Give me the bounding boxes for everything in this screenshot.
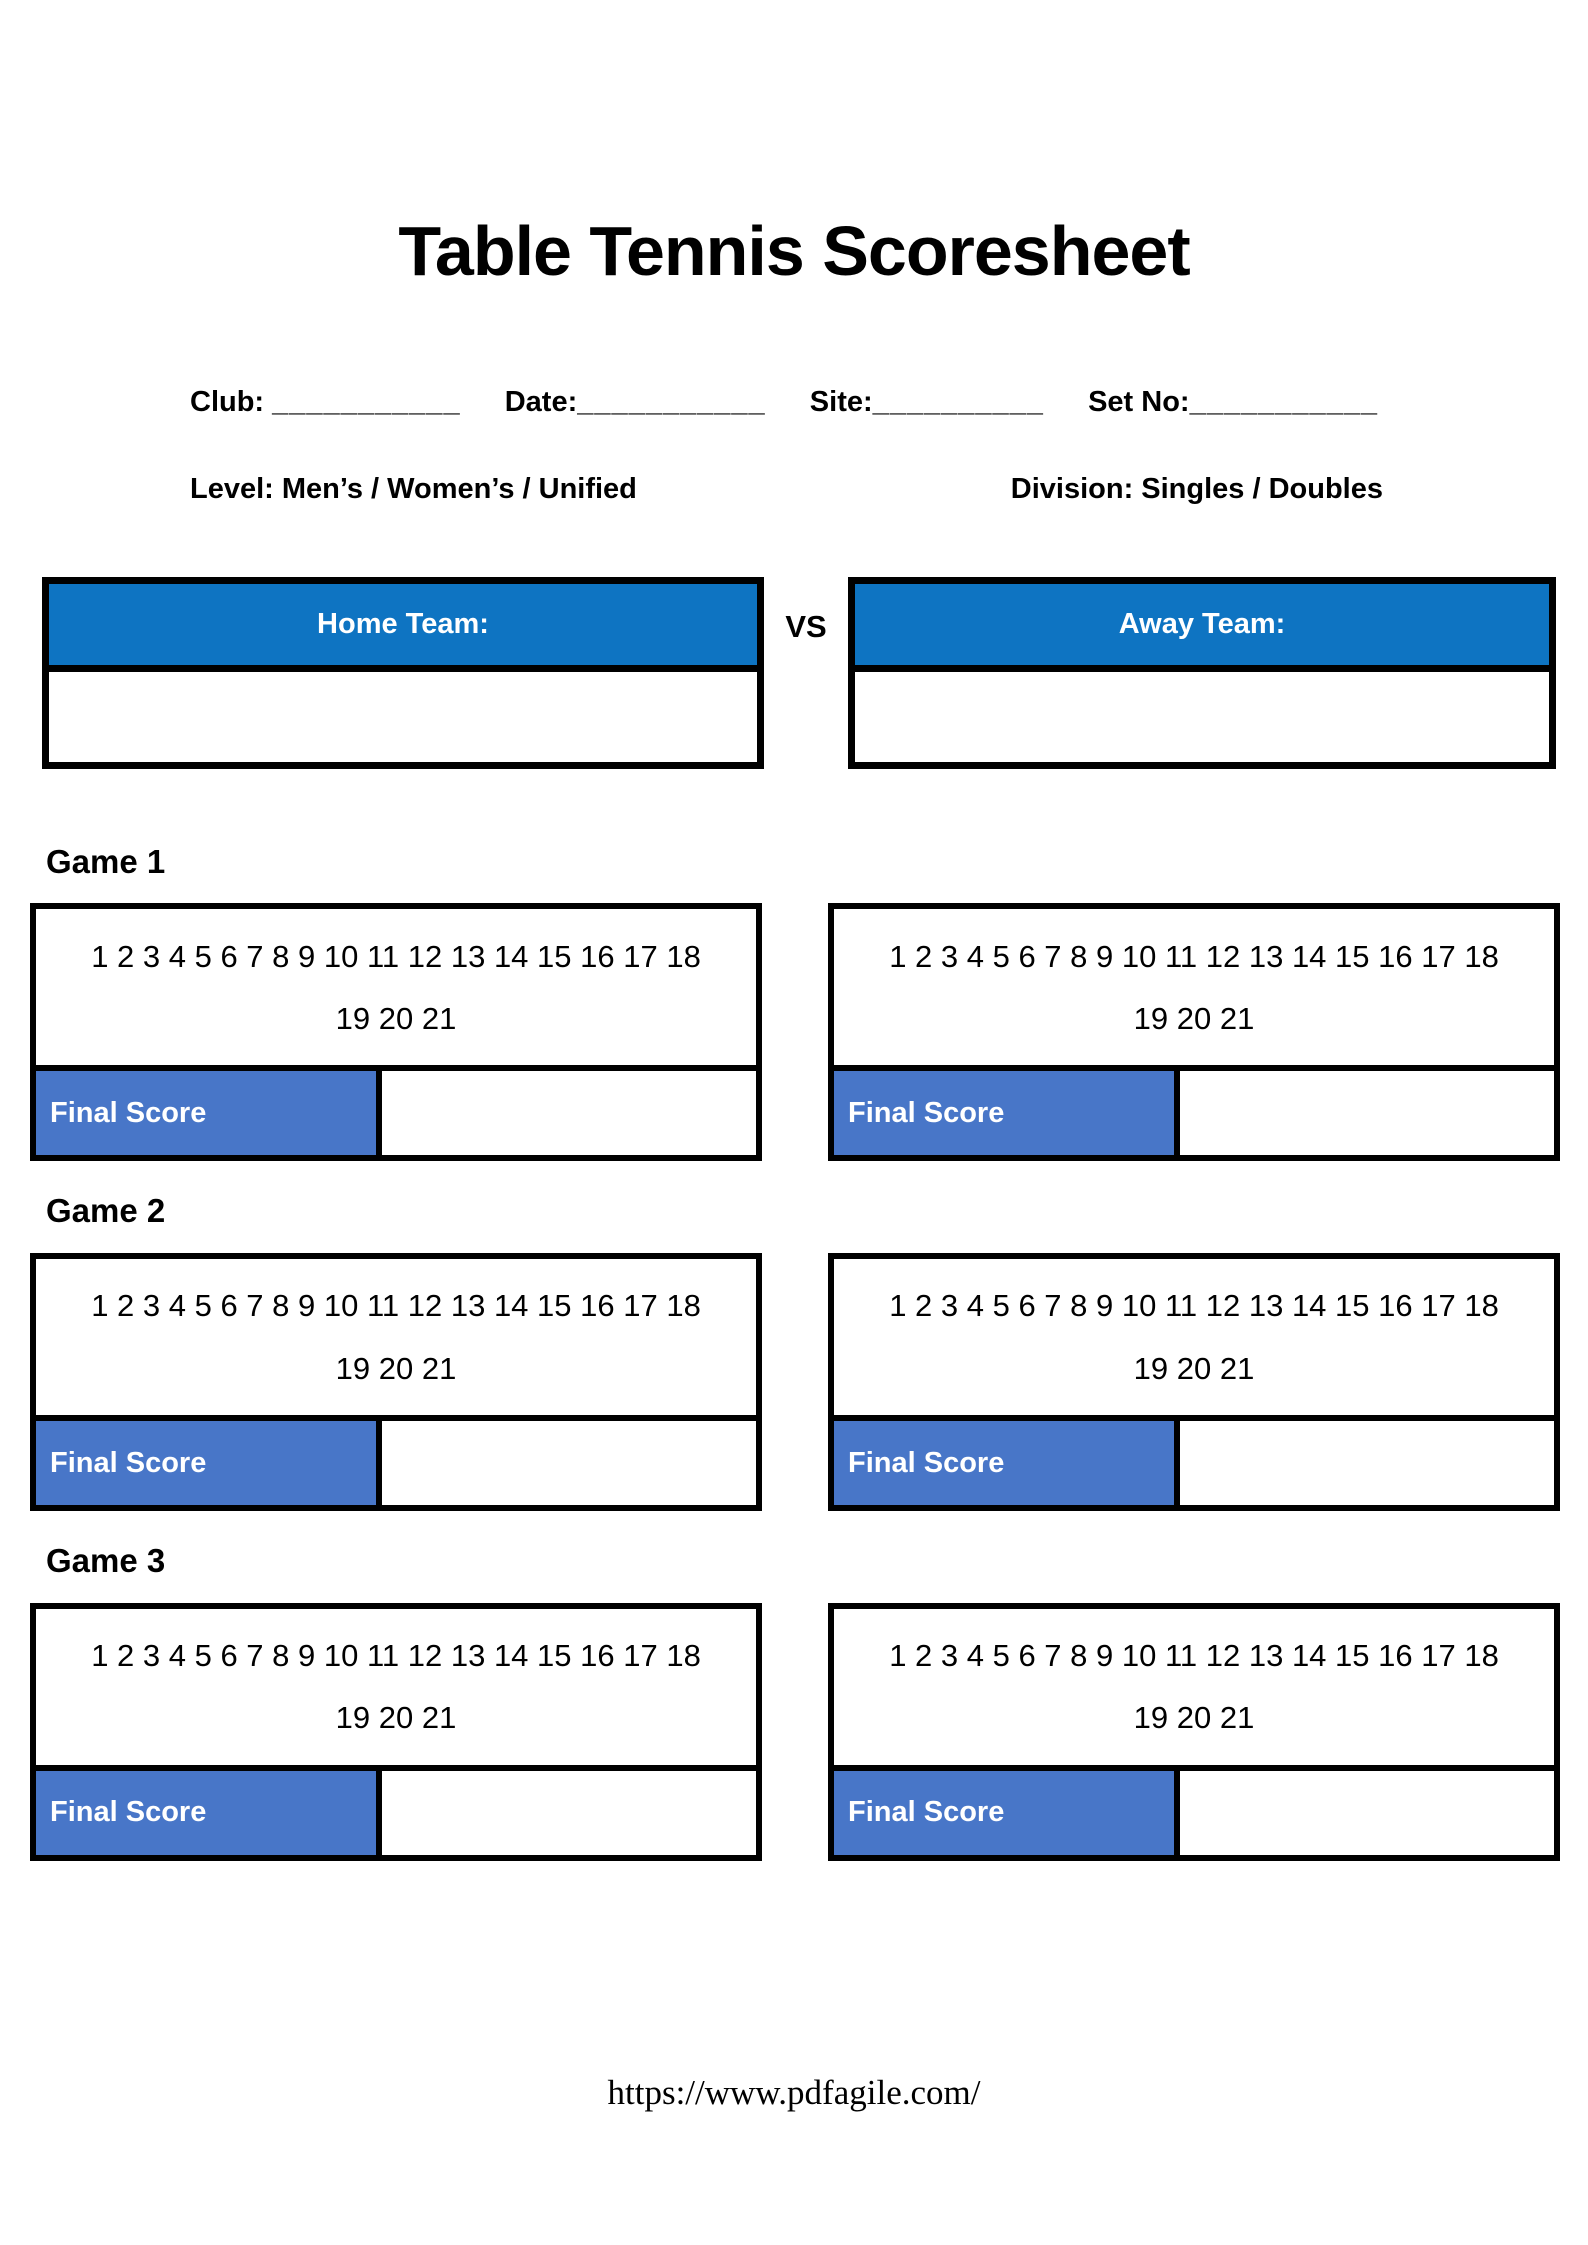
set-no-field: Set No:___________ [1088, 384, 1378, 422]
set-no-label: Set No: [1088, 385, 1190, 418]
game-1-home-final-value-cell[interactable] [381, 1071, 756, 1156]
club-blank-line[interactable]: ___________ [272, 385, 461, 418]
page-title: Table Tennis Scoresheet [398, 212, 1190, 290]
club-label: Club: [190, 385, 265, 418]
home-team-table: Home Team: [42, 576, 764, 769]
game-1-home-points: 1 2 3 4 5 6 7 8 9 10 11 12 13 14 15 16 1… [36, 909, 756, 1072]
game-2-row: 1 2 3 4 5 6 7 8 9 10 11 12 13 14 15 16 1… [30, 1253, 1560, 1512]
footer-url[interactable]: https://www.pdfagile.com/ [607, 2072, 981, 2112]
date-blank-line[interactable]: ___________ [577, 385, 766, 418]
points-line-1: 1 2 3 4 5 6 7 8 9 10 11 12 13 14 15 16 1… [889, 938, 1499, 974]
away-team-table: Away Team: [848, 576, 1556, 769]
site-blank-line[interactable]: __________ [872, 385, 1044, 418]
home-team-header: Home Team: [49, 583, 757, 672]
final-score-label: Final Score [36, 1421, 382, 1506]
level-line: Level: Men’s / Women’s / Unified [190, 473, 637, 506]
game-3-away-points: 1 2 3 4 5 6 7 8 9 10 11 12 13 14 15 16 1… [834, 1609, 1554, 1771]
game-2-away-box: 1 2 3 4 5 6 7 8 9 10 11 12 13 14 15 16 1… [828, 1253, 1560, 1512]
game-2-home-points: 1 2 3 4 5 6 7 8 9 10 11 12 13 14 15 16 1… [36, 1259, 756, 1422]
final-score-label: Final Score [36, 1770, 382, 1855]
info-row: Club: ___________ Date:___________ Site:… [190, 384, 1378, 422]
game-3-home-final-row: Final Score [36, 1770, 756, 1855]
date-label: Date: [504, 385, 578, 418]
game-1-away-final-value-cell[interactable] [1179, 1071, 1554, 1156]
game-1-away-final-row: Final Score [834, 1071, 1554, 1156]
points-line-1: 1 2 3 4 5 6 7 8 9 10 11 12 13 14 15 16 1… [91, 938, 701, 974]
game-2-heading: Game 2 [46, 1192, 166, 1230]
division-line: Division: Singles / Doubles [1010, 473, 1383, 506]
final-score-label: Final Score [834, 1071, 1180, 1156]
final-score-label: Final Score [834, 1770, 1180, 1855]
club-field: Club: ___________ [190, 384, 461, 422]
info-row-2: Level: Men’s / Women’s / Unified Divisio… [190, 471, 1383, 509]
game-3-away-box: 1 2 3 4 5 6 7 8 9 10 11 12 13 14 15 16 1… [828, 1602, 1560, 1861]
date-field: Date:___________ [505, 384, 766, 422]
points-line-2: 19 20 21 [335, 1001, 457, 1037]
points-line-2: 19 20 21 [335, 1350, 457, 1386]
teams-row: Home Team: VS Away Team: [42, 576, 1556, 769]
game-2-away-final-value-cell[interactable] [1179, 1421, 1554, 1506]
site-label: Site: [809, 385, 873, 418]
game-3-row: 1 2 3 4 5 6 7 8 9 10 11 12 13 14 15 16 1… [30, 1602, 1560, 1861]
points-line-2: 19 20 21 [1133, 1350, 1255, 1386]
game-3-away-final-row: Final Score [834, 1770, 1554, 1855]
points-line-2: 19 20 21 [335, 1700, 457, 1736]
game-2-home-final-value-cell[interactable] [381, 1421, 756, 1506]
game-1-away-box: 1 2 3 4 5 6 7 8 9 10 11 12 13 14 15 16 1… [828, 903, 1560, 1162]
game-1-heading: Game 1 [46, 842, 166, 880]
game-3-home-box: 1 2 3 4 5 6 7 8 9 10 11 12 13 14 15 16 1… [30, 1602, 762, 1861]
final-score-label: Final Score [834, 1421, 1180, 1506]
game-1-home-box: 1 2 3 4 5 6 7 8 9 10 11 12 13 14 15 16 1… [30, 903, 762, 1162]
points-line-1: 1 2 3 4 5 6 7 8 9 10 11 12 13 14 15 16 1… [889, 1637, 1499, 1673]
game-2-home-box: 1 2 3 4 5 6 7 8 9 10 11 12 13 14 15 16 1… [30, 1253, 762, 1512]
points-line-1: 1 2 3 4 5 6 7 8 9 10 11 12 13 14 15 16 1… [91, 1637, 701, 1673]
points-line-1: 1 2 3 4 5 6 7 8 9 10 11 12 13 14 15 16 1… [889, 1288, 1499, 1324]
points-line-1: 1 2 3 4 5 6 7 8 9 10 11 12 13 14 15 16 1… [91, 1288, 701, 1324]
set-no-blank-line[interactable]: ___________ [1189, 385, 1378, 418]
game-3-home-final-value-cell[interactable] [381, 1770, 756, 1855]
game-3-home-points: 1 2 3 4 5 6 7 8 9 10 11 12 13 14 15 16 1… [36, 1609, 756, 1771]
game-2-away-final-row: Final Score [834, 1421, 1554, 1506]
points-line-2: 19 20 21 [1133, 1001, 1255, 1037]
home-team-name-cell[interactable] [49, 671, 757, 762]
away-team-name-cell[interactable] [855, 671, 1549, 762]
points-line-2: 19 20 21 [1133, 1700, 1255, 1736]
game-1-row: 1 2 3 4 5 6 7 8 9 10 11 12 13 14 15 16 1… [30, 903, 1560, 1162]
game-3-away-final-value-cell[interactable] [1179, 1770, 1554, 1855]
final-score-label: Final Score [36, 1071, 382, 1156]
site-field: Site:__________ [810, 384, 1044, 422]
away-team-header: Away Team: [855, 583, 1549, 672]
game-3-heading: Game 3 [46, 1542, 166, 1580]
game-1-away-points: 1 2 3 4 5 6 7 8 9 10 11 12 13 14 15 16 1… [834, 909, 1554, 1072]
game-2-home-final-row: Final Score [36, 1421, 756, 1506]
game-1-home-final-row: Final Score [36, 1071, 756, 1156]
vs-label: VS [785, 608, 827, 644]
game-2-away-points: 1 2 3 4 5 6 7 8 9 10 11 12 13 14 15 16 1… [834, 1259, 1554, 1422]
